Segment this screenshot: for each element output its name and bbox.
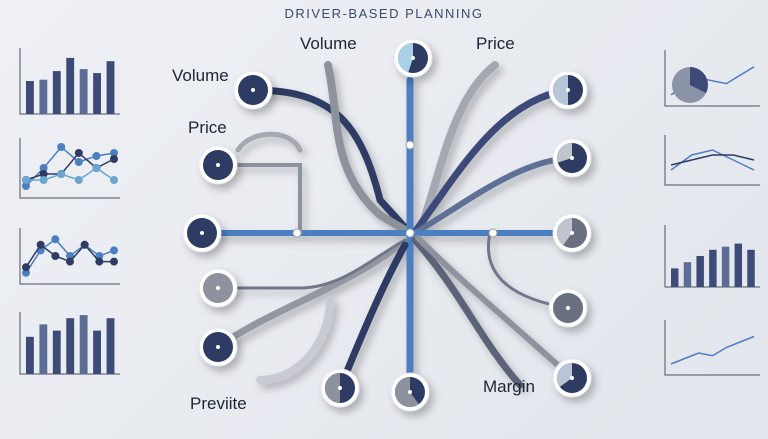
dial-node[interactable] (233, 70, 273, 110)
bar (79, 315, 88, 374)
bar (683, 262, 692, 287)
mini-chart-left-3 (19, 312, 120, 375)
mini-chart-left-1 (19, 138, 120, 199)
label-price-top: Price (476, 34, 515, 53)
point (95, 257, 104, 266)
mini-pie (672, 67, 708, 103)
point (39, 170, 48, 178)
series-line (670, 335, 755, 365)
bar (52, 71, 61, 114)
dial-node[interactable] (198, 145, 238, 185)
point (80, 240, 89, 249)
dial-node[interactable] (320, 368, 360, 408)
dial-node[interactable] (393, 38, 433, 78)
bar (696, 256, 704, 287)
point (95, 252, 104, 260)
bar (66, 57, 75, 114)
mini-chart-right-1 (664, 135, 760, 186)
point (22, 268, 30, 277)
series-line (670, 154, 755, 166)
point (74, 158, 83, 166)
dial-node[interactable] (548, 288, 588, 328)
dial-node[interactable] (390, 372, 430, 412)
dial-node[interactable] (198, 268, 238, 308)
bar (709, 249, 717, 287)
mini-chart-left-2 (19, 228, 120, 285)
bar (671, 268, 679, 287)
point (92, 152, 101, 160)
series-line (670, 149, 755, 171)
point (22, 182, 30, 190)
label-volume-top: Volume (300, 34, 357, 53)
point (66, 252, 74, 260)
mini-chart-right-3 (664, 320, 760, 376)
point (110, 155, 118, 163)
point (110, 257, 118, 266)
dial-node[interactable] (552, 213, 592, 253)
point (57, 143, 66, 151)
diagram-title: DRIVER-BASED PLANNING (284, 6, 484, 21)
point (110, 176, 118, 184)
point (74, 149, 83, 157)
bar (747, 249, 755, 287)
point (39, 176, 48, 184)
bar (26, 81, 34, 114)
label-margin: Margin (483, 377, 535, 396)
label-previite: Previite (190, 394, 247, 413)
series-line (25, 151, 115, 181)
point (66, 257, 74, 266)
point (51, 252, 60, 260)
series-line (26, 167, 115, 181)
bar (79, 69, 88, 114)
bar (734, 243, 743, 287)
point (92, 164, 101, 172)
dial-node[interactable] (198, 327, 238, 367)
bar (93, 330, 101, 374)
bar (39, 324, 48, 374)
mini-chart-right-2 (664, 225, 760, 288)
point (57, 170, 66, 178)
mini-chart-left-0 (19, 48, 120, 115)
connectors (199, 61, 575, 394)
bar (52, 330, 61, 374)
bar (66, 318, 75, 374)
bar (721, 246, 730, 287)
bar (93, 73, 101, 114)
connector-joints (292, 140, 498, 238)
dial-node[interactable] (552, 358, 592, 398)
dial-node[interactable] (182, 213, 222, 253)
bar (39, 79, 48, 114)
point (22, 263, 30, 272)
point (22, 176, 30, 184)
point (74, 176, 83, 184)
label-volume-left: Volume (172, 66, 229, 85)
point (36, 240, 45, 249)
point (51, 235, 60, 244)
bar (106, 318, 115, 374)
driver-nodes (182, 38, 592, 412)
point (110, 246, 118, 255)
bar (106, 61, 115, 114)
dial-node[interactable] (552, 138, 592, 178)
point (39, 164, 48, 172)
bar (26, 336, 34, 374)
point (110, 149, 118, 157)
dial-node[interactable] (548, 70, 588, 110)
label-price-left: Price (188, 118, 227, 137)
mini-charts (19, 48, 760, 376)
